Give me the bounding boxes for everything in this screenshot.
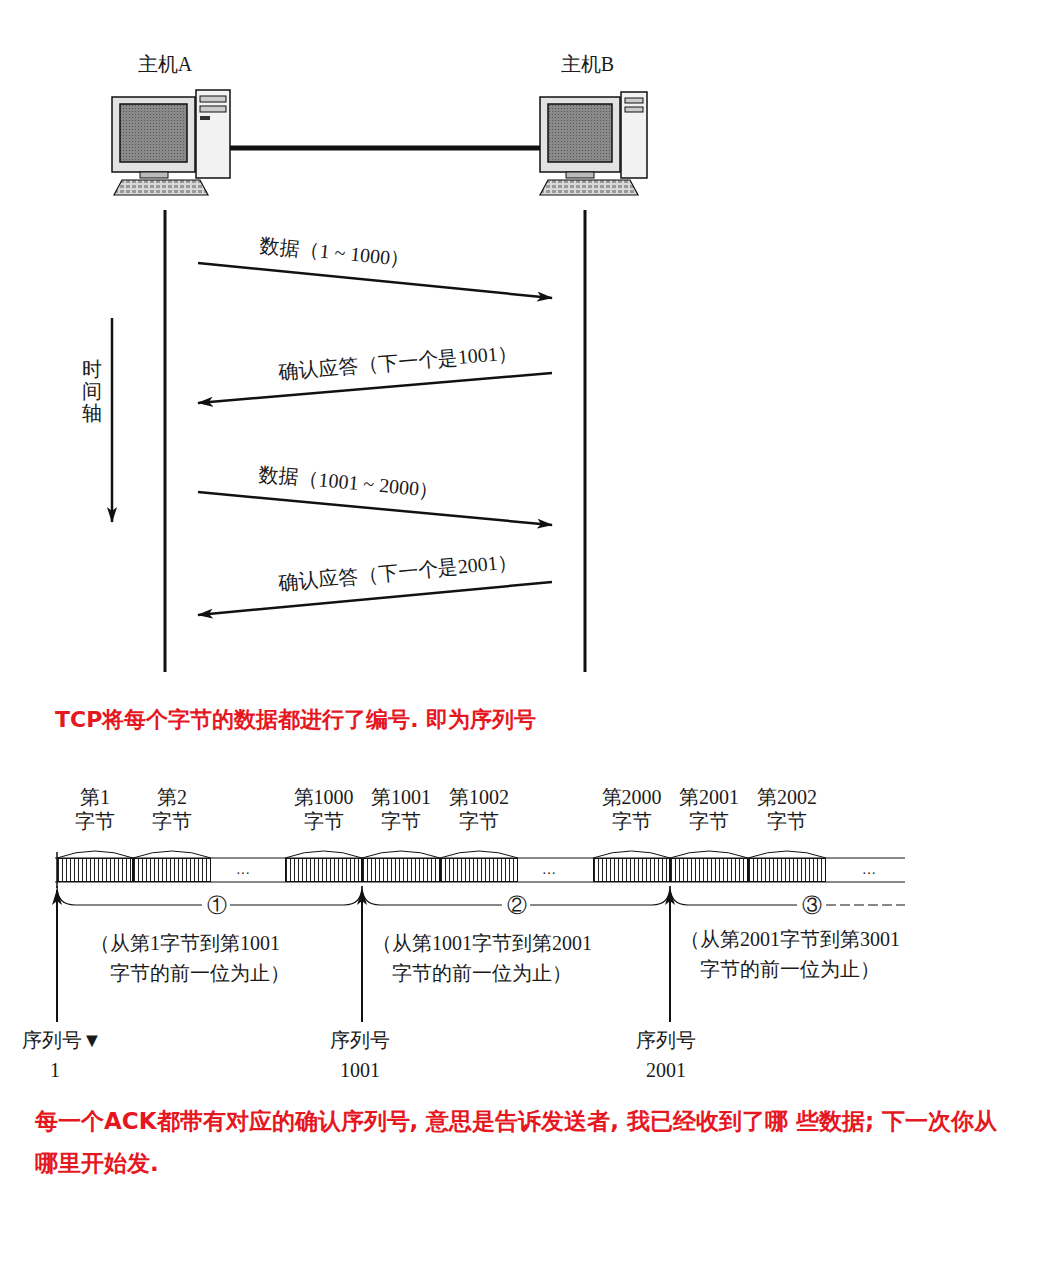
message-arrow [198, 492, 552, 525]
range-note: （从第2001字节到第3001 字节的前一位为止） [680, 924, 1005, 984]
message-label: 数据（1 ~ 1000） [259, 233, 411, 272]
message-arrow [198, 582, 552, 615]
screen [548, 104, 612, 162]
range-note: （从第1001字节到第2001 字节的前一位为止） [372, 928, 692, 988]
byte-cell: 第1002 字节 [440, 785, 518, 884]
brace [57, 886, 202, 905]
byte-strip [55, 852, 905, 888]
byte-label: 第2000 字节 [602, 785, 662, 833]
brace [230, 886, 362, 905]
keyboard [540, 180, 638, 195]
sequence-number: 1 [50, 1058, 60, 1082]
timeline [164, 210, 167, 672]
computer-b [540, 92, 647, 195]
byte-cell-box [440, 858, 518, 882]
host-name: 主机B [552, 52, 623, 76]
monitor-stand [566, 172, 594, 178]
byte-cell: 第2002 字节 [748, 785, 826, 884]
drive-bay [200, 96, 226, 102]
byte-label: 第2002 字节 [757, 785, 817, 833]
byte-cell-box [285, 858, 362, 882]
brace [826, 904, 905, 905]
brace [670, 886, 797, 905]
red-note: 每一个ACK都带有对应的确认序列号, 意思是告诉发送者, 我已经收到了哪 些数据… [35, 1100, 1020, 1184]
byte-cell: 第1000 字节 [285, 785, 362, 884]
byte-label: 第1001 字节 [371, 785, 431, 833]
sequence-pointer [361, 890, 363, 1022]
callout-number: ① [204, 893, 230, 917]
range-braces [57, 886, 905, 905]
timeline [584, 210, 587, 672]
cell-arc [593, 851, 670, 858]
ellipsis: … [540, 862, 558, 878]
byte-cell-box [57, 858, 133, 882]
byte-label: 第1002 字节 [449, 785, 509, 833]
sequence-pointer [669, 890, 671, 1022]
time-axis-arrow [111, 318, 114, 522]
sequence-label: 序列号 [330, 1028, 390, 1052]
message-arrow [198, 263, 552, 298]
cell-arc [285, 851, 362, 858]
byte-cell-box [748, 858, 826, 882]
sequence-label: 序列号▼ [22, 1028, 102, 1052]
sequence-label: 序列号 [636, 1028, 696, 1052]
byte-cell-box [670, 858, 748, 882]
message-label: 确认应答（下一个是1001） [277, 340, 518, 384]
message-arrow [198, 373, 552, 403]
byte-label: 第1 字节 [75, 785, 115, 833]
cell-arc [670, 851, 748, 858]
byte-cell: 第2000 字节 [593, 785, 670, 884]
brace [362, 886, 502, 905]
byte-cell: 第2001 字节 [670, 785, 748, 884]
byte-label: 第2 字节 [152, 785, 192, 833]
monitor-stand [140, 172, 168, 178]
drive-bay [625, 107, 643, 112]
sequence-pointer [56, 890, 58, 1022]
byte-cell-box [593, 858, 670, 882]
byte-cell-box [362, 858, 440, 882]
cell-arc [362, 851, 440, 858]
cell-arcs [57, 851, 826, 858]
drive-slot [200, 116, 210, 120]
byte-cell: 第1 字节 [57, 785, 133, 884]
host-column: 主机B [552, 52, 623, 675]
cell-arc [748, 851, 826, 858]
monitor [112, 97, 195, 172]
axis-label: 时间轴 [82, 358, 102, 424]
byte-cell: 第2 字节 [133, 785, 211, 884]
range-note: （从第1字节到第1001 字节的前一位为止） [90, 928, 385, 988]
byte-label: 第2001 字节 [679, 785, 739, 833]
cell-arc [57, 851, 133, 858]
host-column: 主机A [132, 52, 198, 675]
byte-cell-box [133, 858, 211, 882]
screen [120, 104, 187, 162]
connectors [198, 263, 552, 615]
ellipsis: … [234, 862, 252, 878]
callout-number: ② [504, 893, 530, 917]
ellipsis: … [860, 862, 878, 878]
tower [621, 92, 647, 178]
keyboard [114, 180, 208, 195]
host-name: 主机A [132, 52, 198, 76]
brace [530, 886, 670, 905]
message-label: 数据（1001 ~ 2000） [258, 462, 440, 503]
drive-bay [625, 98, 643, 103]
callout-number: ③ [799, 893, 825, 917]
monitor [540, 97, 620, 172]
cell-arc [440, 851, 518, 858]
network-cable [228, 146, 544, 151]
sequence-number: 2001 [646, 1058, 686, 1082]
red-note: TCP将每个字节的数据都进行了编号. 即为序列号 [55, 708, 536, 732]
tower [196, 90, 230, 178]
byte-cell: 第1001 字节 [362, 785, 440, 884]
cell-arc [133, 851, 211, 858]
message-label: 确认应答（下一个是2001） [277, 549, 518, 595]
byte-label: 第1000 字节 [294, 785, 354, 833]
computer-a [112, 90, 230, 195]
drive-bay [200, 106, 226, 112]
sequence-number: 1001 [340, 1058, 380, 1082]
